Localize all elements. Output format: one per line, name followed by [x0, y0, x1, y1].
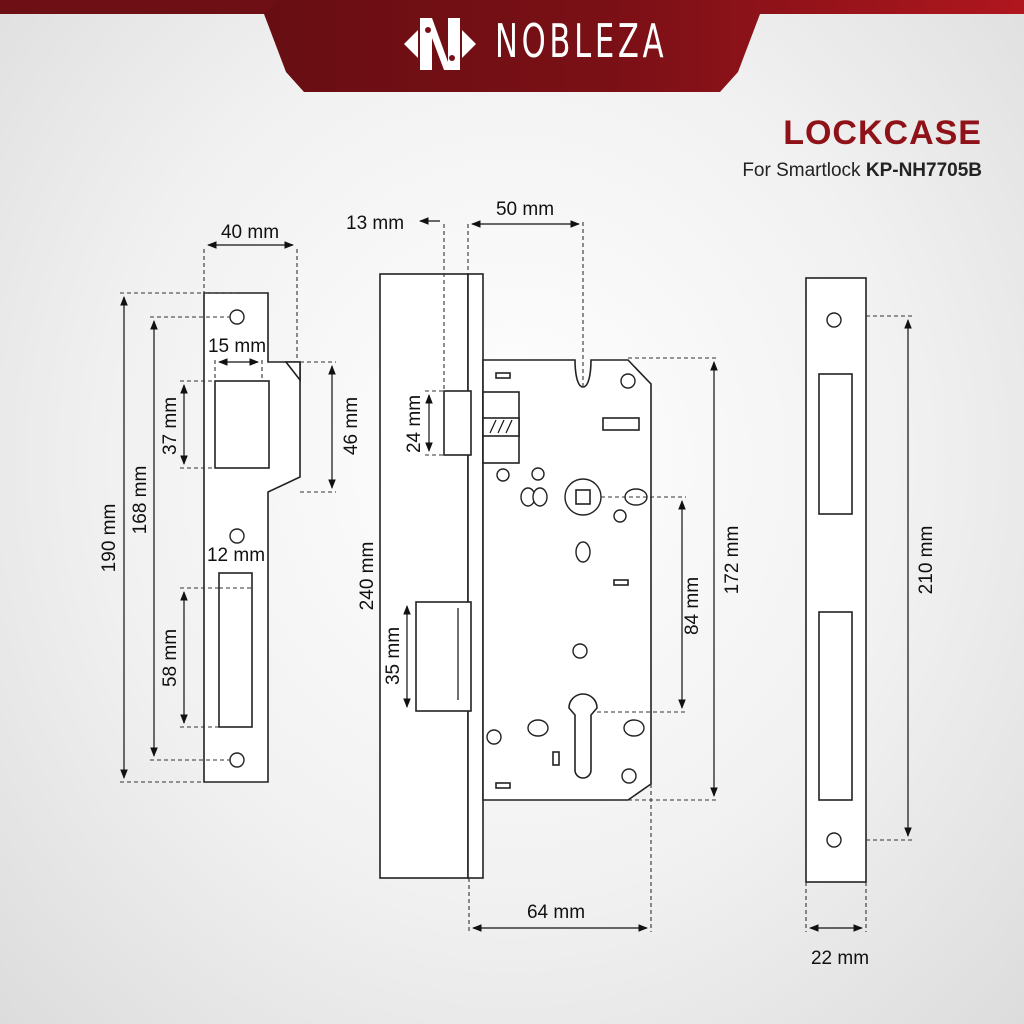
nobleza-logo-icon — [404, 18, 476, 70]
deadbolt-height-label: 35 mm — [383, 627, 404, 685]
front-plate-height-label: 210 mm — [916, 526, 937, 595]
strike-width-label: 40 mm — [221, 222, 279, 243]
bolt-window-height-label: 58 mm — [160, 629, 181, 687]
bolt-window-width-dimension: 12 mm — [207, 545, 265, 566]
latch-window-width-label: 15 mm — [208, 336, 266, 357]
strike-hole-spacing-dimension: 168 mm — [130, 316, 230, 761]
latch-window-height-dimension: 37 mm — [160, 380, 215, 469]
strike-hole-spacing-label: 168 mm — [130, 466, 151, 535]
front-plate-height-dimension: 210 mm — [866, 315, 937, 841]
backset-label: 50 mm — [496, 199, 554, 220]
faceplate-thickness-dimension: 13 mm — [346, 213, 469, 391]
body-height-label: 172 mm — [722, 526, 743, 595]
front-plate-width-label: 22 mm — [811, 948, 869, 969]
backset-dimension: 50 mm — [471, 199, 584, 386]
bolt-window-height-dimension: 58 mm — [160, 587, 219, 728]
strike-plate — [203, 292, 301, 783]
latch-height-dimension: 24 mm — [404, 390, 444, 456]
latch-height-label: 24 mm — [404, 395, 425, 453]
strike-width-dimension: 40 mm — [203, 222, 298, 360]
latch-window-height-label: 37 mm — [160, 397, 181, 455]
front-plate-width-dimension: 22 mm — [805, 882, 869, 969]
strike-height-dimension: 190 mm — [99, 292, 237, 783]
page-title: LOCKCASE — [783, 114, 982, 152]
strike-height-label: 190 mm — [99, 504, 120, 573]
faceplate-height-dimension: 240 mm — [357, 542, 378, 611]
brand-name: NOBLEZA — [495, 14, 668, 68]
strike-lip-height-dimension: 46 mm — [300, 361, 362, 493]
model-number: KP-NH7705B — [865, 160, 982, 181]
strike-lip-height-label: 46 mm — [341, 397, 362, 455]
brand-banner — [0, 0, 1024, 92]
subtitle-prefix: For Smartlock — [742, 160, 866, 181]
deadbolt-height-dimension: 35 mm — [383, 605, 411, 708]
body-height-dimension: 172 mm — [628, 357, 743, 801]
body-depth-dimension: 64 mm — [468, 784, 652, 932]
lock-body — [379, 273, 652, 879]
centre-distance-dimension: 84 mm — [597, 496, 703, 713]
bolt-window-width-label: 12 mm — [207, 545, 265, 566]
faceplate-thickness-label: 13 mm — [346, 213, 404, 234]
body-depth-label: 64 mm — [527, 902, 585, 923]
front-plate — [805, 277, 867, 883]
page-subtitle: For Smartlock KP-NH7705B — [742, 160, 982, 182]
centre-distance-label: 84 mm — [682, 577, 703, 635]
latch-window-width-dimension: 15 mm — [208, 336, 266, 381]
faceplate-height-label: 240 mm — [357, 542, 378, 611]
